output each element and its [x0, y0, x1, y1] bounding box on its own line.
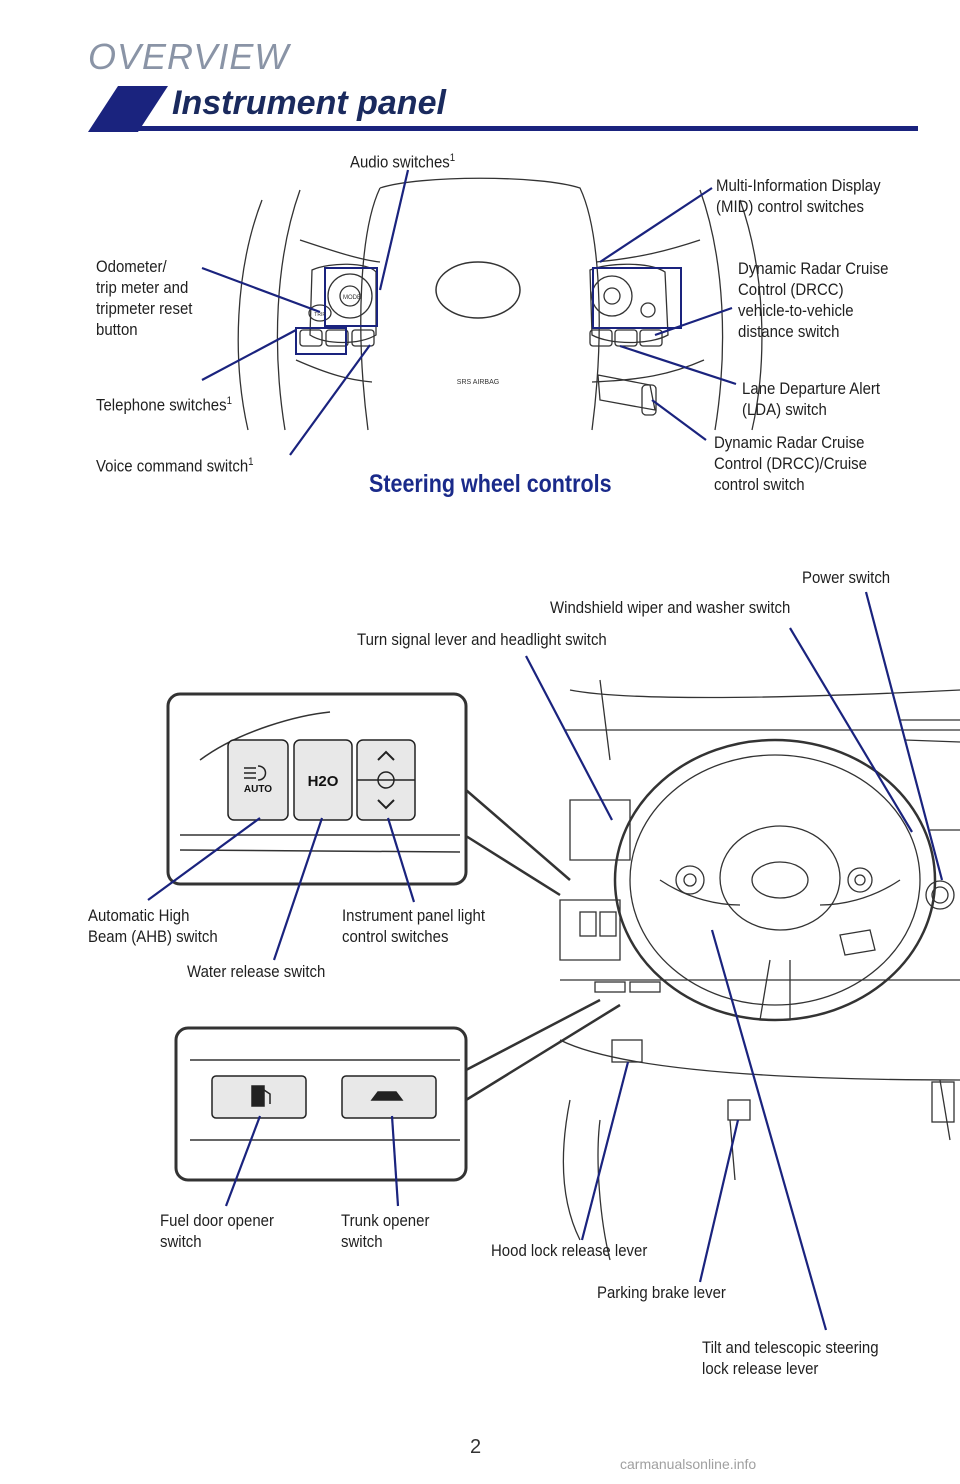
wiper-switch-label: Windshield wiper and washer switch [550, 598, 791, 617]
watermark: carmanualsonline.info [620, 1456, 757, 1472]
trip-text: TRIP [314, 312, 326, 318]
steering-caption: Steering wheel controls [369, 470, 612, 498]
auto-text: AUTO [244, 784, 272, 795]
turn-signal-label: Turn signal lever and headlight switch [357, 630, 607, 649]
lda-label: Lane Departure Alert(LDA) switch [742, 379, 881, 419]
water-release-label: Water release switch [187, 962, 326, 981]
parking-brake-label: Parking brake lever [597, 1283, 726, 1302]
section-heading: OVERVIEW [88, 36, 290, 77]
page-number: 2 [470, 1436, 482, 1458]
hood-lock-label: Hood lock release lever [491, 1241, 648, 1260]
mode-text: MODE [343, 295, 361, 301]
telephone-label: Telephone switches1 [96, 395, 232, 415]
power-switch-label: Power switch [802, 568, 891, 587]
audio-switches-label: Audio switches1 [350, 152, 456, 172]
page-title: Instrument panel [172, 84, 446, 122]
voice-command-label: Voice command switch1 [96, 456, 254, 476]
h2o-text: H2O [308, 773, 339, 790]
airbag-text: SRS AIRBAG [457, 379, 499, 386]
mid-control-label: Multi-Information Display(MID) control s… [716, 176, 881, 216]
